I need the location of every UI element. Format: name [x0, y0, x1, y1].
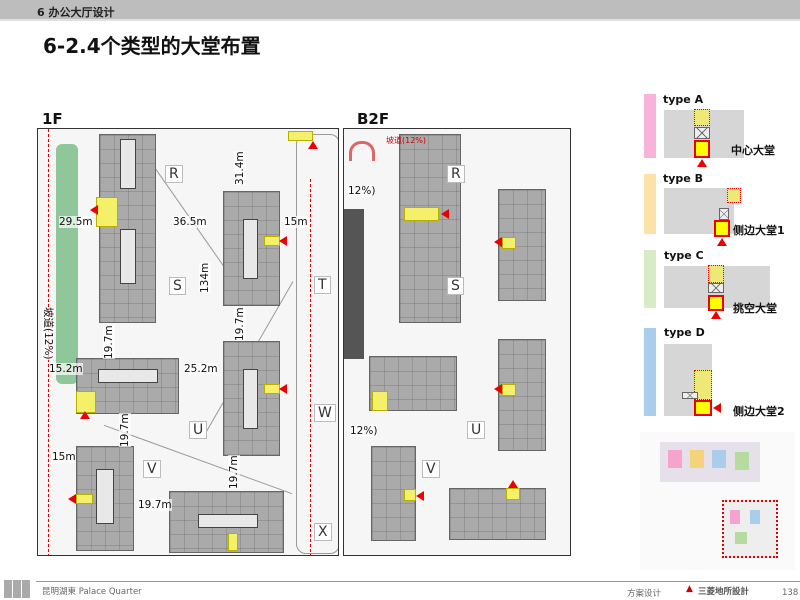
plan-1f: R S T U V W X 29.5m 36.5m 15m 31.4m 134m…: [37, 128, 339, 556]
dim-label: 15.2m: [49, 363, 83, 375]
ramp-label: 12%): [348, 185, 376, 197]
page-number: 138: [782, 588, 799, 598]
building-label-s: S: [169, 277, 186, 295]
lobby-type-legend: type A 中心大堂 type B 侧边大堂1 type C 挑空大堂 typ…: [636, 90, 796, 420]
type-d-caption: 侧边大堂2: [733, 405, 785, 418]
ramp-label: 坡道(12%): [42, 307, 54, 360]
footer-section: 方案设计: [627, 589, 662, 599]
type-a-label: type A: [663, 93, 704, 106]
dim-label: 19.7m: [138, 499, 172, 511]
building-label-s: S: [447, 277, 464, 295]
footer-mark: [4, 580, 12, 598]
dim-label: 15m: [284, 216, 308, 228]
building-label-r: R: [165, 165, 183, 183]
type-b-label: type B: [663, 172, 703, 185]
dim-label: 19.7m: [228, 455, 240, 489]
site-plan-thumbnail: [640, 432, 795, 570]
floor-label-b2f: B2F: [357, 110, 390, 128]
building-label-v: V: [143, 460, 161, 478]
building-label-u: U: [189, 421, 208, 439]
footer-company: 三菱地所設計: [698, 587, 750, 597]
building-label-x: X: [314, 523, 332, 541]
dim-label: 19.7m: [103, 325, 115, 359]
section-title: 6 办公大厅设计: [37, 6, 115, 19]
dim-label: 19.7m: [234, 307, 246, 341]
building-label-u: U: [467, 421, 486, 439]
floor-label-1f: 1F: [42, 110, 63, 128]
page-title: 6-2.4个类型的大堂布置: [43, 34, 261, 58]
footer-project: 昆明湖東 Palace Quarter: [42, 587, 142, 597]
ramp-label-top: 坡道(12%): [386, 136, 427, 145]
dim-label: 134m: [199, 262, 211, 293]
type-d-label: type D: [664, 326, 705, 339]
dim-label: 25.2m: [184, 363, 218, 375]
type-b-caption: 侧边大堂1: [733, 224, 785, 237]
building-label-w: W: [314, 404, 336, 422]
dim-label: 15m: [52, 451, 76, 463]
type-c-caption: 挑空大堂: [733, 302, 777, 315]
ramp-label-2: 12%): [350, 425, 378, 437]
type-a-caption: 中心大堂: [731, 144, 775, 157]
dim-label: 29.5m: [59, 216, 93, 228]
building-label-v: V: [422, 460, 440, 478]
company-logo-icon: ▲: [686, 584, 693, 594]
dim-label: 31.4m: [234, 151, 246, 185]
building-label-r: R: [447, 165, 465, 183]
dim-label: 36.5m: [173, 216, 207, 228]
plan-b2f: 12%) 12%) R S U V 坡道(12%): [343, 128, 571, 556]
type-c-label: type C: [664, 249, 704, 262]
building-label-t: T: [314, 276, 331, 294]
section-header: 6 办公大厅设计: [0, 0, 800, 21]
dim-label: 19.7m: [119, 413, 131, 447]
